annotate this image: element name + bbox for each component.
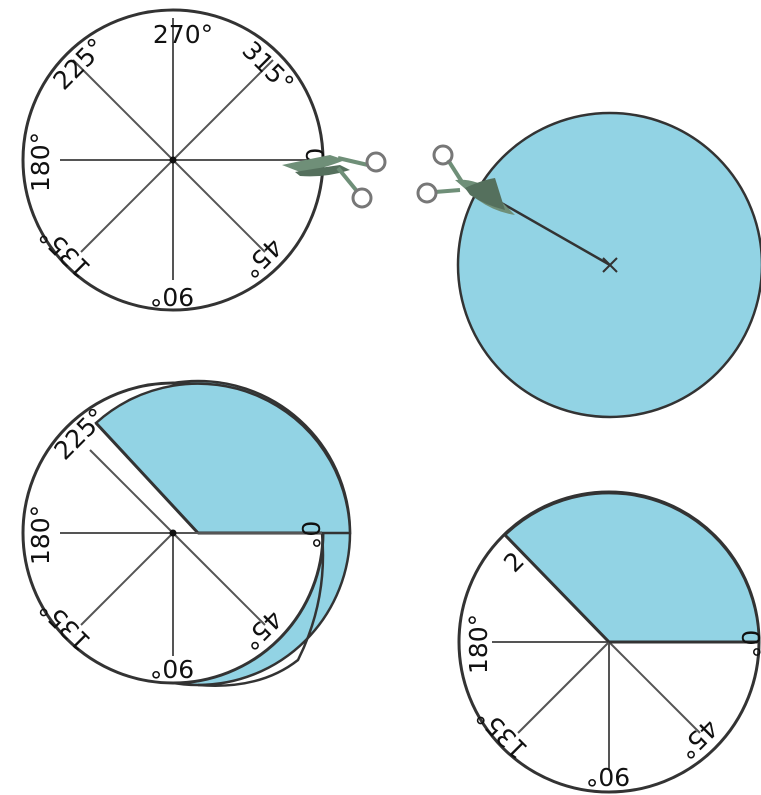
label-90: 90° <box>150 654 194 683</box>
label-0: 0° <box>296 521 325 549</box>
panel-overlay-rotating: 225° 180° 135° 90° 45° 0° <box>23 381 350 686</box>
panel-final-result: 2 180° 135° 90° 45° 0° <box>459 492 761 792</box>
label-90: 90° <box>586 762 630 791</box>
panel-paper-dial: 270° 225° 315° 180° 135° 90° 45° 0° <box>23 10 385 311</box>
label-0: 0° <box>736 630 761 658</box>
dial-center <box>170 157 177 164</box>
label-180: 180° <box>464 614 493 674</box>
label-180: 180° <box>26 132 55 192</box>
label-270: 270° <box>153 20 213 49</box>
dial-center <box>170 530 177 537</box>
panel-blue-disk <box>418 113 761 417</box>
label-180: 180° <box>26 505 55 565</box>
label-90: 90° <box>150 282 194 311</box>
